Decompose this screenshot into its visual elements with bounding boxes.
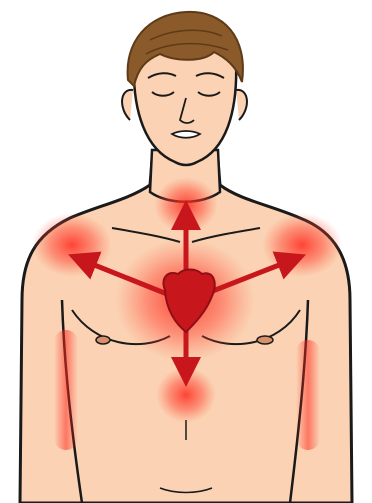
left-ear <box>122 90 133 120</box>
left-nipple <box>96 336 110 344</box>
head <box>122 12 247 165</box>
right-ear <box>236 90 247 120</box>
pain-glow-left-arm <box>54 330 78 450</box>
pain-glow-stomach <box>156 367 216 423</box>
mouth <box>172 131 200 138</box>
pain-glow-right-arm <box>296 340 320 450</box>
right-nipple <box>257 336 273 344</box>
